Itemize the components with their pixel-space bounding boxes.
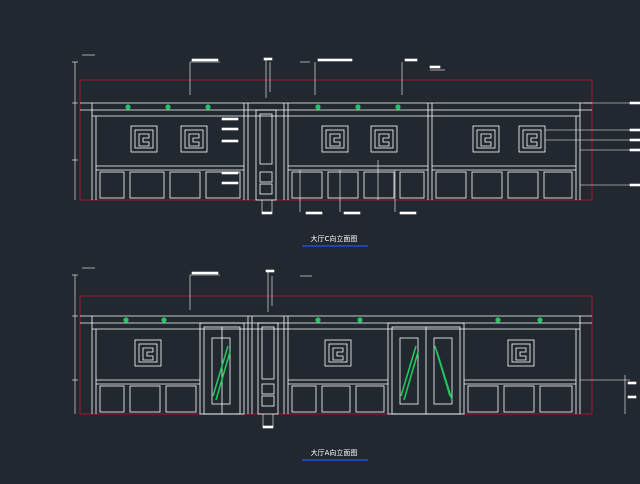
elevation-a-red-boundary: [79, 295, 593, 415]
ornament-dots: [123, 317, 543, 323]
lattice-motif: [472, 125, 500, 153]
lattice-motif: [370, 125, 398, 153]
lattice-motif: [324, 339, 352, 367]
elevation-c: [72, 54, 640, 215]
dimension-annotations: [72, 267, 637, 429]
lattice-motif: [321, 125, 349, 153]
drawing-title-c: 大厅C向立面图: [311, 234, 358, 243]
center-niche: [255, 109, 277, 201]
lattice-motif: [507, 339, 535, 367]
glass-pattern: [212, 345, 453, 401]
lattice-motif: [134, 339, 162, 367]
ornament-dots: [125, 104, 401, 110]
wainscot-panels: [99, 171, 573, 199]
center-niche: [257, 322, 279, 415]
lattice-motif: [130, 125, 158, 153]
door-frame: [387, 322, 465, 415]
lattice-motif: [518, 125, 546, 153]
elevation-a: [72, 267, 637, 429]
lattice-motif: [180, 125, 208, 153]
wainscot-panels: [99, 385, 573, 413]
dimension-annotations: [72, 54, 640, 215]
drawing-title-a: 大厅A向立面图: [311, 448, 358, 457]
door-frame: [199, 322, 245, 415]
